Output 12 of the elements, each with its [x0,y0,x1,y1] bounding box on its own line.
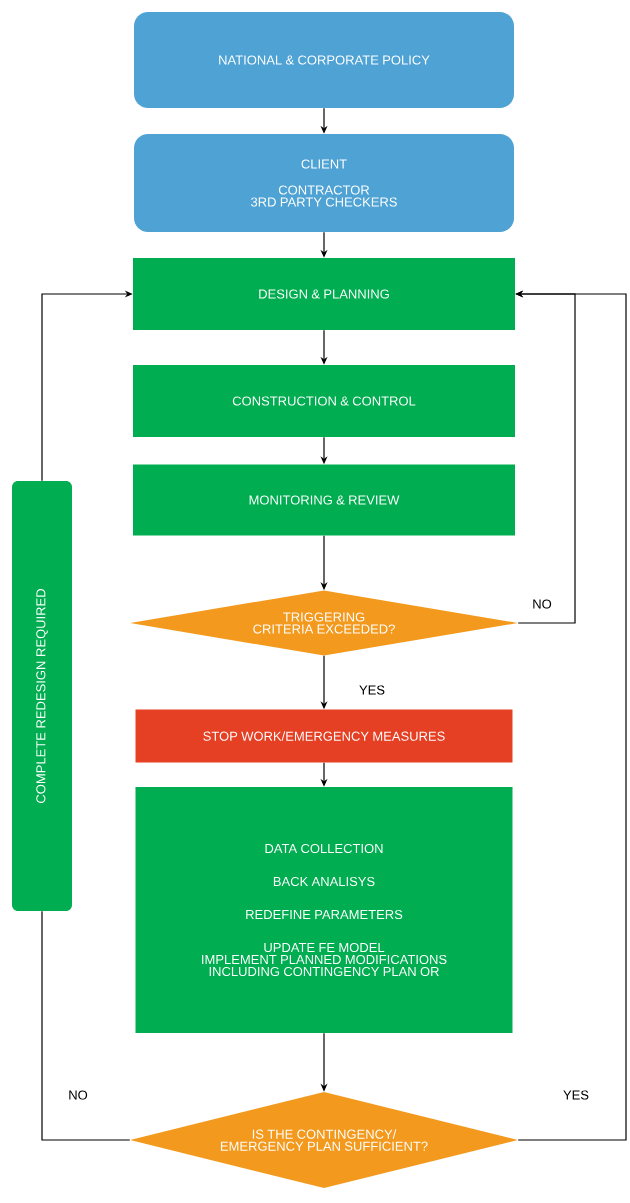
process-box: CONSTRUCTION & CONTROL [133,365,515,437]
edge-label: YES [358,684,386,696]
edge-label: NO [531,598,553,610]
process-box: DESIGN & PLANNING [133,258,515,330]
process-box: NATIONAL & CORPORATE POLICY [134,12,514,108]
process-box: DATA COLLECTION BACK ANALISYS REDEFINE PARAMETERS UPDATE FE MODEL IMPLEMENT PLANNED MODIFICATIONS INCLUDING CONTINGENCY PLAN OR [135,787,513,1033]
edge-label: YES [562,1089,590,1101]
process-bar: COMPLETE REDESIGN REQUIRED [12,481,72,911]
process-box: MONITORING & REVIEW [133,464,515,536]
edge-label: NO [67,1089,89,1101]
process-box: CLIENT CONTRACTOR 3RD PARTY CHECKERS [134,134,514,232]
process-box: STOP WORK/EMERGENCY MEASURES [135,709,513,763]
